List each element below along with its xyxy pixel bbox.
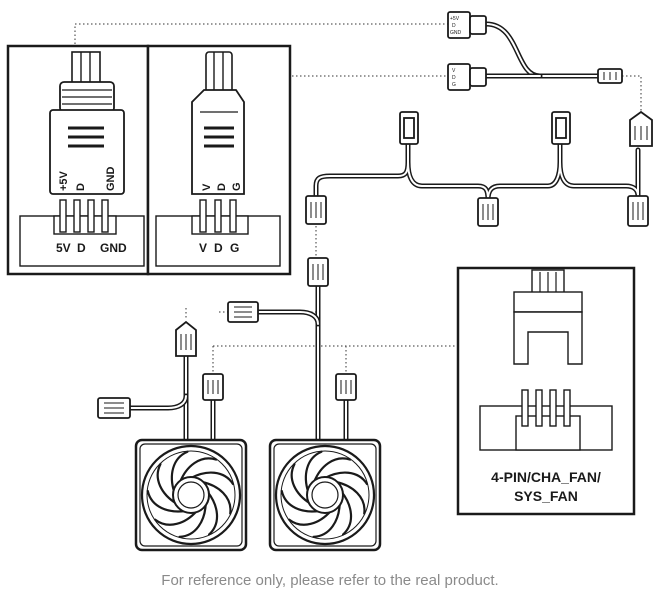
- splitter-top-label-d: D: [452, 23, 456, 29]
- splitter-bottom-label-g: G: [452, 82, 456, 88]
- fan-cables: [97, 257, 357, 443]
- fan-right: [268, 438, 382, 552]
- vdg-conn-pin-g: G: [231, 182, 243, 191]
- vdg-conn-pin-v: V: [201, 183, 213, 191]
- argb-header-pin-gnd: GND: [100, 241, 127, 255]
- argb-splitter-cable: +5V D GND V D G: [447, 11, 623, 91]
- fan-header-panel: 4-PIN/CHA_FAN/ SYS_FAN: [456, 266, 636, 516]
- vdg-conn-pin-d: D: [216, 183, 228, 191]
- vdg-header-pin-v: V: [199, 241, 207, 255]
- vdg-header-panel: V D G V D G: [146, 44, 292, 276]
- argb-header-panel: +5V D GND 5V D GND: [6, 44, 150, 276]
- argb-conn-pin-d: D: [75, 183, 87, 191]
- vdg-header-pin-d: D: [214, 241, 223, 255]
- argb-header-pin-d: D: [77, 241, 86, 255]
- reference-caption: For reference only, please refer to the …: [161, 572, 499, 589]
- splitter-top-label-gnd: GND: [450, 30, 462, 36]
- fan-header-label-line1: 4-PIN/CHA_FAN/: [491, 469, 601, 485]
- fan-daisy-chain-harness: [305, 110, 653, 227]
- fan-left: [134, 438, 248, 552]
- argb-conn-pin-5v: +5V: [58, 170, 70, 191]
- splitter-top-label-5v: +5V: [450, 16, 460, 22]
- fan-header-label-line2: SYS_FAN: [514, 488, 578, 504]
- splitter-bottom-label-v: V: [452, 68, 456, 74]
- splitter-bottom-label-d: D: [452, 75, 456, 81]
- argb-conn-pin-gnd: GND: [105, 167, 117, 192]
- argb-header-pin-5v: 5V: [56, 241, 71, 255]
- vdg-header-pin-g: G: [230, 241, 239, 255]
